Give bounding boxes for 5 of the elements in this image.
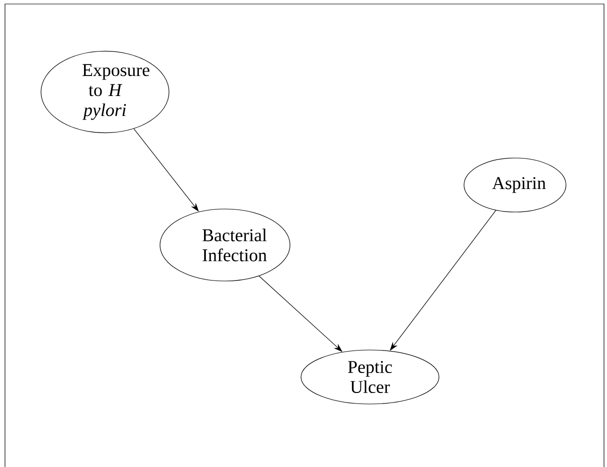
ellipse-node: Bacterial Infection xyxy=(160,208,290,282)
ellipse-node: Exposure to H pylori xyxy=(40,50,170,134)
arrow xyxy=(258,276,342,352)
ellipse-node: Aspirin xyxy=(464,158,566,212)
ellipse-node: Peptic Ulcer xyxy=(300,350,440,404)
